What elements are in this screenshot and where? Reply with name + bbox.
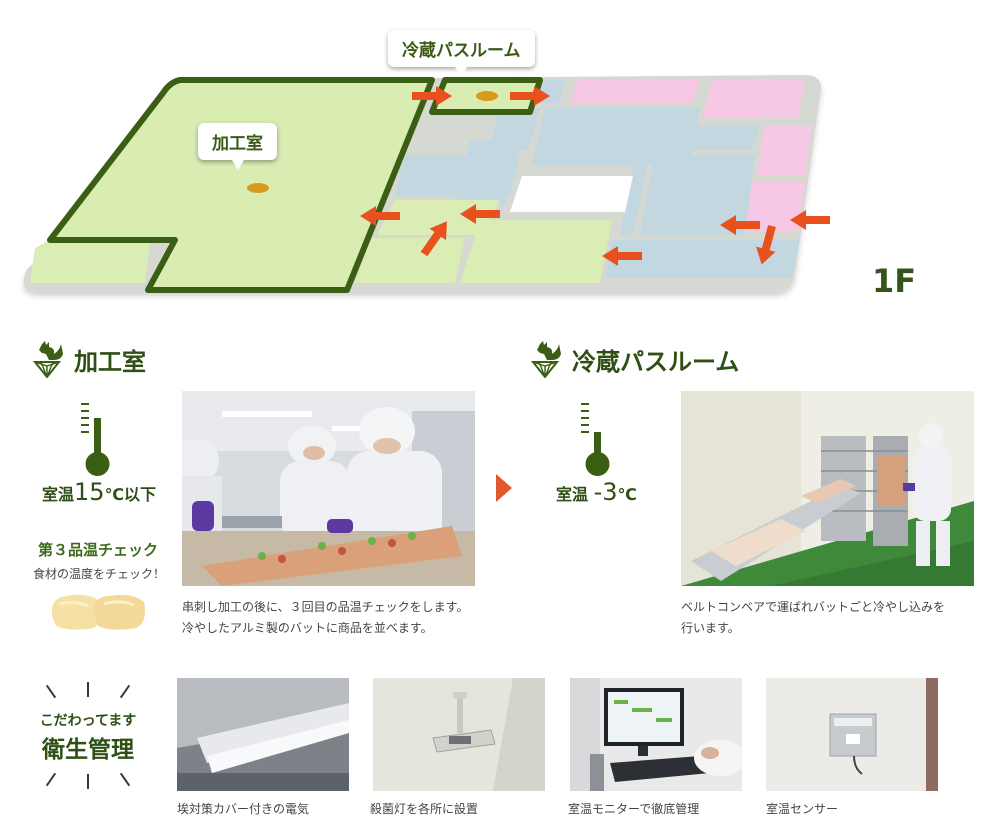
emphasis-ray-icon <box>45 772 57 787</box>
chicken-meat-illustration <box>51 594 145 630</box>
processing-caption: 串刺し加工の後に、３回目の品温チェックをします。 冷やしたアルミ製のバットに商品… <box>182 597 492 639</box>
white-room <box>510 176 633 212</box>
emphasis-ray-icon <box>119 772 131 787</box>
floor-label: 1F <box>872 262 917 300</box>
floor-plan-diagram <box>23 75 830 293</box>
temperature-sensor-photo <box>766 678 938 791</box>
temp-suffix: ℃以下 <box>104 485 156 504</box>
temp-prefix: 室温 <box>556 485 589 504</box>
processing-room-area <box>47 77 435 293</box>
emphasis-ray-icon <box>87 682 89 697</box>
hygiene-lead: こだわってます <box>39 713 137 729</box>
pass-room-caption-line2: 行います。 <box>681 621 740 635</box>
thermometer-icon <box>581 403 610 476</box>
next-step-arrow-icon <box>496 474 512 502</box>
processing-section-title: 加工室 <box>30 340 146 378</box>
green-rooms <box>30 200 612 283</box>
hygiene-title: 衛生管理 <box>42 737 134 763</box>
temp-prefix: 室温 <box>42 485 75 504</box>
pink-rooms <box>570 80 812 232</box>
pass-room-section-title: 冷蔵パスルーム <box>528 340 739 378</box>
pass-room-photo <box>681 391 974 586</box>
rooster-emblem-icon <box>32 341 63 378</box>
processing-temperature: 室温15℃以下 <box>42 478 156 506</box>
processing-caption-line2: 冷やしたアルミ製のバットに商品を並べます。 <box>182 621 433 635</box>
hygiene-caption: 室温センサー <box>766 802 839 816</box>
pass-room-temperature: 室温 -3℃ <box>556 478 637 506</box>
temperature-check-title: 第３品温チェック <box>38 541 159 559</box>
pass-room-callout: 冷蔵パスルーム <box>388 30 535 77</box>
temperature-check-subtitle: 食材の温度をチェック！ <box>33 567 166 581</box>
processing-room-marker <box>247 183 269 193</box>
temp-suffix: ℃ <box>617 485 637 504</box>
emphasis-ray-icon <box>45 684 57 699</box>
covered-light-photo <box>177 678 349 791</box>
storage-rooms <box>395 80 800 278</box>
rooster-emblem-icon <box>530 341 561 378</box>
flow-arrows <box>360 86 830 266</box>
hygiene-heading: こだわってます 衛生管理 <box>28 680 148 795</box>
thermometer-icon <box>81 403 110 476</box>
pass-room-title-text: 冷蔵パスルーム <box>572 347 740 376</box>
floor-map: 冷蔵パスルーム 加工室 1F <box>0 0 1000 310</box>
pass-room-caption: ベルトコンベアで運ばれバットごと冷やし込みを 行います。 <box>681 597 981 639</box>
temperature-monitor-photo <box>570 678 742 791</box>
emphasis-ray-icon <box>119 684 131 699</box>
hygiene-caption: 殺菌灯を各所に設置 <box>370 802 479 816</box>
hygiene-caption: 埃対策カバー付きの電気 <box>177 802 310 816</box>
temp-value: -3 <box>593 478 618 506</box>
emphasis-ray-icon <box>87 774 89 789</box>
hygiene-caption: 室温モニターで徹底管理 <box>568 802 700 816</box>
processing-room-photo <box>182 391 475 586</box>
sterilizing-lamp-photo <box>373 678 545 791</box>
processing-caption-line1: 串刺し加工の後に、３回目の品温チェックをします。 <box>182 600 469 614</box>
temp-value: 15 <box>74 478 105 506</box>
pass-room-marker <box>476 91 498 101</box>
processing-title-text: 加工室 <box>74 347 146 376</box>
pass-room-caption-line1: ベルトコンベアで運ばれバットごと冷やし込みを <box>681 600 946 614</box>
processing-room-callout: 加工室 <box>198 123 277 170</box>
